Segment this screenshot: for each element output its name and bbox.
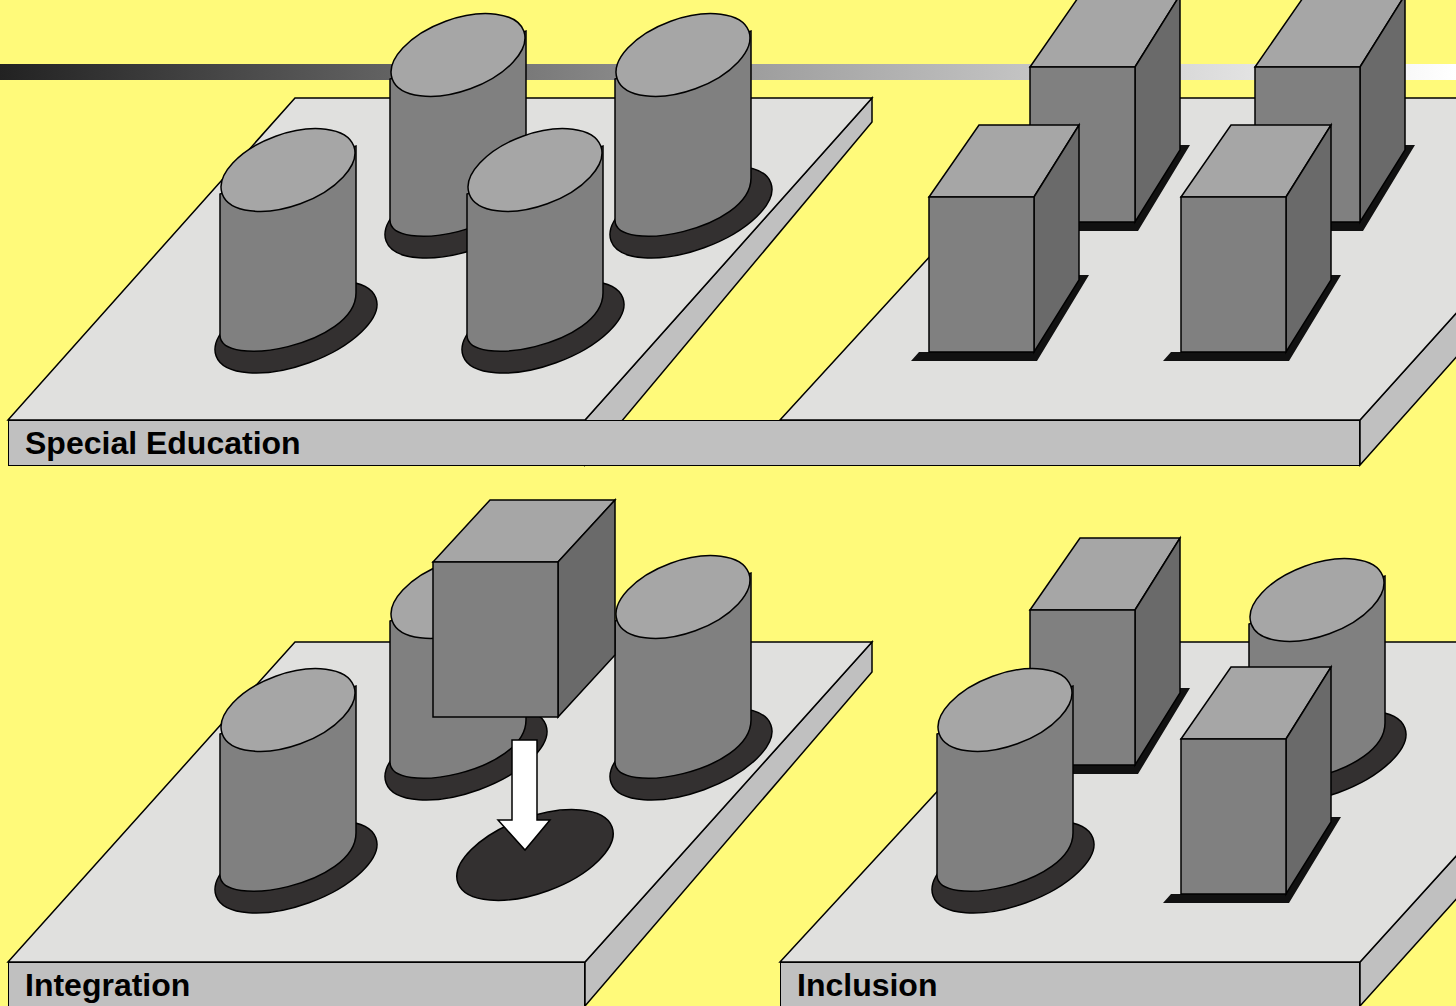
- cylinder: [598, 0, 784, 277]
- cube: [1163, 667, 1341, 903]
- board-label: Inclusion: [797, 967, 937, 1004]
- board-front-label: Special Education: [8, 420, 1360, 466]
- cylinder: [920, 652, 1106, 932]
- board-front-label: Integration: [8, 962, 585, 1006]
- board-front-label: Inclusion: [780, 962, 1360, 1006]
- cylinder: [203, 112, 389, 392]
- cube: [1163, 125, 1341, 361]
- down-arrow: [498, 740, 550, 850]
- board-label: Special Education: [25, 425, 301, 462]
- cylinder: [203, 652, 389, 932]
- cylinder: [598, 539, 784, 819]
- cube: [911, 125, 1089, 361]
- cylinder: [450, 112, 636, 392]
- cube: [433, 500, 615, 717]
- board-label: Integration: [25, 967, 190, 1004]
